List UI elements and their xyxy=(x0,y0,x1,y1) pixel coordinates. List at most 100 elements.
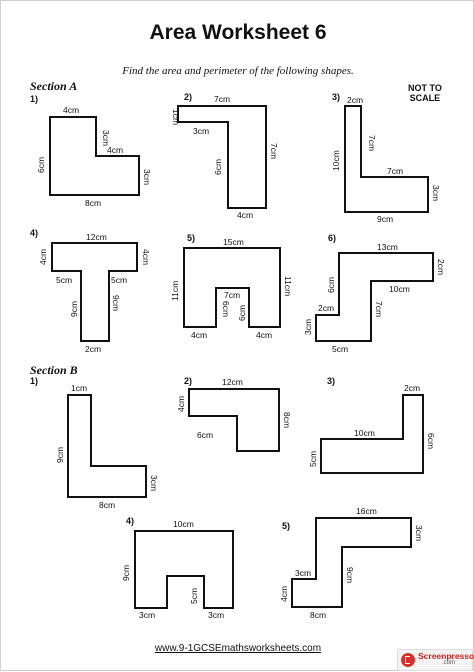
shape-b4 xyxy=(134,530,234,609)
watermark-name: Screenpresso xyxy=(418,651,474,661)
instructions: Find the area and perimeter of the follo… xyxy=(122,65,354,77)
dimension-label: 8cm xyxy=(85,198,101,208)
dimension-label: 1cm xyxy=(171,109,181,125)
dimension-label: 6cm xyxy=(426,433,436,449)
dimension-label: 4cm xyxy=(107,145,123,155)
question-number: 4) xyxy=(126,516,134,526)
dimension-label: 9cm xyxy=(55,447,65,463)
dimension-label: 10cm xyxy=(331,150,341,171)
dimension-label: 7cm xyxy=(224,290,240,300)
dimension-label: 2cm xyxy=(85,344,101,354)
dimension-label: 5cm xyxy=(308,451,318,467)
website-link[interactable]: www.9-1GCSEmathsworksheets.com xyxy=(154,643,322,654)
dimension-label: 9cm xyxy=(121,565,131,581)
dimension-label: 3cm xyxy=(431,185,441,201)
shape-b1 xyxy=(67,394,147,498)
dimension-label: 4cm xyxy=(256,330,272,340)
dimension-label: 11cm xyxy=(283,276,293,296)
shape-a1 xyxy=(49,116,140,196)
dimension-label: 3cm xyxy=(193,126,209,136)
dimension-label: 3cm xyxy=(139,610,155,620)
question-number: 1) xyxy=(30,376,38,386)
dimension-label: 5cm xyxy=(56,275,72,285)
dimension-label: 5cm xyxy=(111,275,127,285)
dimension-label: 4cm xyxy=(38,249,48,265)
dimension-label: 5cm xyxy=(332,344,348,354)
dimension-label: 4cm xyxy=(279,586,289,602)
screenpresso-watermark: Screenpresso .com xyxy=(397,649,474,671)
dimension-label: 5cm xyxy=(189,588,199,604)
dimension-label: 4cm xyxy=(237,210,253,220)
shape-a4 xyxy=(51,242,138,342)
dimension-label: 8cm xyxy=(310,610,326,620)
dimension-label: 6cm xyxy=(36,157,46,173)
dimension-label: 16cm xyxy=(356,506,377,516)
question-number: 5) xyxy=(282,521,290,531)
dimension-label: 2cm xyxy=(436,259,446,275)
watermark-domain: .com xyxy=(442,660,456,666)
dimension-label: 13cm xyxy=(377,242,398,252)
question-number: 3) xyxy=(327,376,335,386)
section-b-heading: Section B xyxy=(30,363,78,377)
question-number: 3) xyxy=(332,92,340,102)
dimension-label: 6cm xyxy=(221,301,231,317)
dimension-label: 3cm xyxy=(142,169,152,185)
dimension-label: 7cm xyxy=(214,94,230,104)
shape-a6 xyxy=(315,252,434,342)
dimension-label: 2cm xyxy=(347,95,363,105)
dimension-label: 6cm xyxy=(326,277,336,293)
dimension-label: 9cm xyxy=(345,567,355,583)
shape-a5 xyxy=(183,247,281,328)
dimension-label: 9cm xyxy=(69,301,79,317)
shape-a3 xyxy=(344,105,429,213)
shape-b3 xyxy=(320,394,424,474)
dimension-label: 6cm xyxy=(213,159,223,175)
dimension-label: 8cm xyxy=(99,500,115,510)
not-to-scale-note: NOT TO SCALE xyxy=(408,83,442,103)
shape-a2 xyxy=(177,105,267,209)
dimension-label: 3cm xyxy=(414,525,424,541)
question-number: 2) xyxy=(184,376,192,386)
dimension-label: 9cm xyxy=(111,295,121,311)
dimension-label: 9cm xyxy=(377,214,393,224)
dimension-label: 6cm xyxy=(197,430,213,440)
dimension-label: 10cm xyxy=(354,428,375,438)
question-number: 4) xyxy=(30,228,38,238)
dimension-label: 3cm xyxy=(101,130,111,146)
dimension-label: 10cm xyxy=(389,284,410,294)
dimension-label: 11cm xyxy=(170,281,180,301)
dimension-label: 2cm xyxy=(404,383,420,393)
footer: www.9-1GCSEmathsworksheets.com xyxy=(1,643,474,654)
question-number: 5) xyxy=(187,233,195,243)
dimension-label: 3cm xyxy=(303,319,313,335)
dimension-label: 12cm xyxy=(222,377,243,387)
question-number: 2) xyxy=(184,92,192,102)
shape-b2 xyxy=(188,388,280,452)
dimension-label: 7cm xyxy=(374,301,384,317)
dimension-label: 7cm xyxy=(387,166,403,176)
question-number: 1) xyxy=(30,94,38,104)
dimension-label: 4cm xyxy=(141,249,151,265)
dimension-label: 3cm xyxy=(295,568,311,578)
screenpresso-logo-icon xyxy=(401,653,415,667)
dimension-label: 6cm xyxy=(237,305,247,321)
dimension-label: 4cm xyxy=(63,105,79,115)
dimension-label: 3cm xyxy=(149,475,159,491)
dimension-label: 12cm xyxy=(86,232,107,242)
page-title: Area Worksheet 6 xyxy=(149,21,327,44)
dimension-label: 4cm xyxy=(176,396,186,412)
dimension-label: 15cm xyxy=(223,237,244,247)
dimension-label: 4cm xyxy=(191,330,207,340)
dimension-label: 3cm xyxy=(208,610,224,620)
dimension-label: 7cm xyxy=(269,143,279,159)
dimension-label: 2cm xyxy=(318,303,334,313)
dimension-label: 7cm xyxy=(367,135,377,151)
dimension-label: 10cm xyxy=(173,519,194,529)
shape-b5 xyxy=(291,517,412,608)
dimension-label: 8cm xyxy=(282,412,292,428)
question-number: 6) xyxy=(328,233,336,243)
section-a-heading: Section A xyxy=(30,79,78,93)
dimension-label: 1cm xyxy=(71,383,87,393)
